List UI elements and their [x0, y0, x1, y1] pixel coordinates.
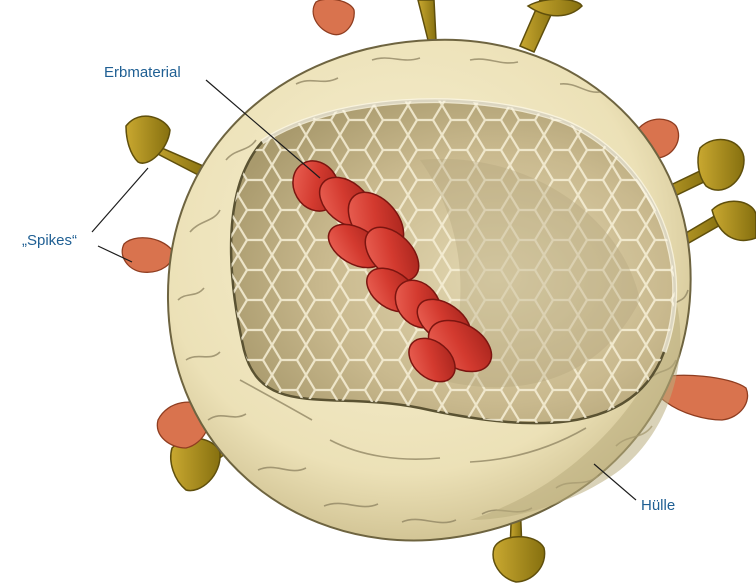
label-huelle: Hülle — [641, 497, 675, 514]
label-erbmaterial: Erbmaterial — [104, 64, 181, 81]
leader-line-spikes-upper — [92, 168, 148, 232]
label-spikes: „Spikes“ — [22, 232, 77, 249]
